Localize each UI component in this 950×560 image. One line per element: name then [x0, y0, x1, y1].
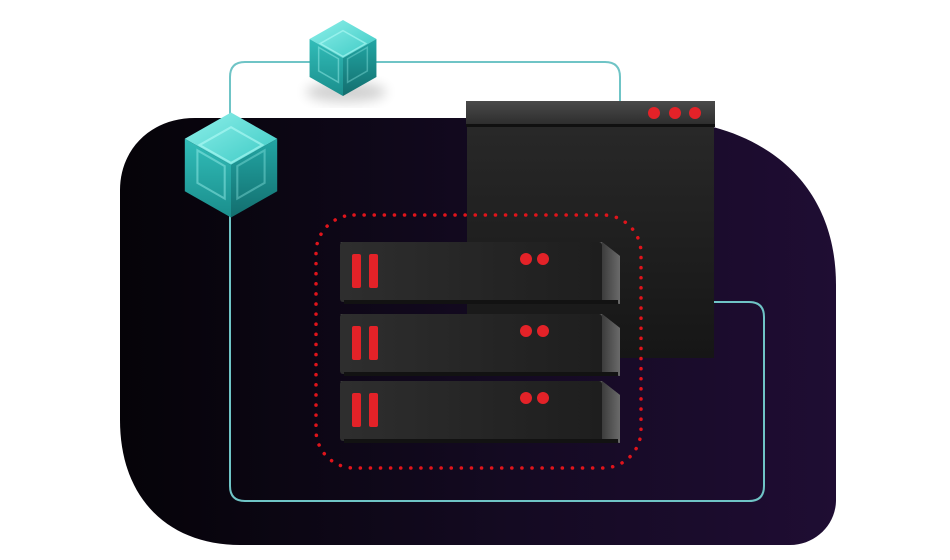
server-unit — [340, 314, 620, 376]
server-rack-icon — [340, 242, 620, 443]
server-unit — [340, 242, 620, 304]
server-unit — [340, 381, 620, 443]
connector-lines — [229, 61, 765, 502]
window-control-dot — [648, 107, 660, 119]
window-control-dot — [669, 107, 681, 119]
window-control-dot — [689, 107, 701, 119]
